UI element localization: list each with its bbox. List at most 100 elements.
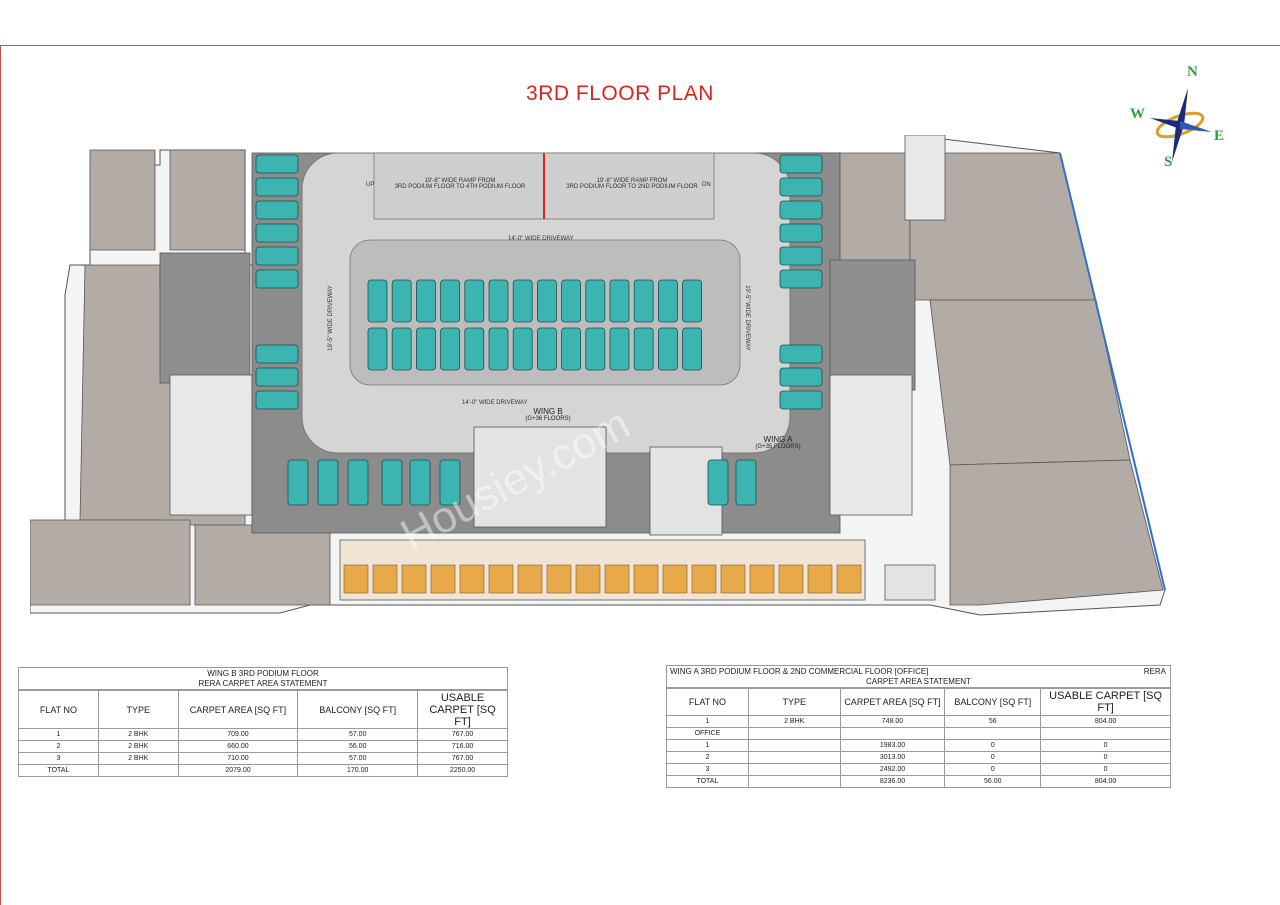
wing-a-name: WING A xyxy=(763,435,793,444)
table-cell: 56 xyxy=(944,715,1042,728)
parked-car-icon xyxy=(779,154,823,174)
parked-car-icon xyxy=(633,327,654,371)
parked-car-icon xyxy=(779,269,823,289)
table-cell: 2 xyxy=(18,740,99,753)
driveway-right-label: 19'-5" WIDE DRIVEWAY xyxy=(743,285,750,351)
floor-plan-drawing: 19'-8" WIDE RAMP FROM 3RD PODIUM FLOOR T… xyxy=(30,135,1210,625)
table-cell: 2 xyxy=(666,751,749,764)
parked-car-icon xyxy=(255,390,299,410)
parked-car-icon xyxy=(488,279,509,323)
compass-south-label: S xyxy=(1164,154,1173,170)
parked-car-icon xyxy=(658,327,678,371)
parked-car-icon xyxy=(367,327,388,371)
room-furniture-icon xyxy=(343,564,369,594)
parked-car-icon xyxy=(409,459,431,506)
table-cell: 0 xyxy=(944,751,1042,764)
parked-car-icon xyxy=(561,279,581,323)
wing-b-table-title: WING B 3RD PODIUM FLOOR xyxy=(207,669,319,678)
table-cell xyxy=(747,727,841,740)
driveway-bottom-label: 14'-0" WIDE DRIVEWAY xyxy=(462,400,528,406)
table-cell: 0 xyxy=(1040,739,1171,752)
table-cell xyxy=(839,727,946,740)
table-cell: 2 BHK xyxy=(747,715,841,728)
wing-a-table-rera: RERA xyxy=(1143,667,1166,676)
wing-a-table-caption: WING A 3RD PODIUM FLOOR & 2ND COMMERCIAL… xyxy=(666,665,1171,688)
table-cell: 0 xyxy=(1040,751,1171,764)
room-furniture-icon xyxy=(546,564,572,594)
wing-b-floors: (G+36 FLOORS) xyxy=(525,416,571,422)
room-furniture-icon xyxy=(575,564,601,594)
parked-car-icon xyxy=(779,367,823,387)
table-cell: 3 xyxy=(18,752,99,765)
parked-car-icon xyxy=(512,327,533,371)
parked-car-icon xyxy=(609,327,630,371)
parked-car-icon xyxy=(391,279,412,323)
room-furniture-icon xyxy=(662,564,688,594)
parked-car-icon xyxy=(682,327,702,371)
table-cell: 0 xyxy=(1040,763,1171,776)
floor-plan-svg xyxy=(30,135,1166,616)
room-furniture-icon xyxy=(720,564,746,594)
room-furniture-icon xyxy=(633,564,659,594)
parked-car-icon xyxy=(488,327,509,371)
parked-car-icon xyxy=(779,223,823,243)
wing-b-table-caption: WING B 3RD PODIUM FLOOR RERA CARPET AREA… xyxy=(18,667,508,690)
parked-car-icon xyxy=(464,279,485,323)
table-cell: TOTAL xyxy=(18,764,99,777)
wing-b-header-cell: TYPE xyxy=(97,690,179,729)
parked-car-icon xyxy=(317,459,339,506)
ramp-label-left: 19'-8" WIDE RAMP FROM 3RD PODIUM FLOOR T… xyxy=(394,178,526,190)
parked-car-icon xyxy=(415,327,436,371)
parked-car-icon xyxy=(682,279,702,323)
table-cell xyxy=(747,763,841,776)
parked-car-icon xyxy=(779,246,823,266)
table-cell: 804.00 xyxy=(1040,775,1171,788)
table-cell: 748.00 xyxy=(839,715,946,728)
parked-car-icon xyxy=(255,246,299,266)
parked-car-icon xyxy=(347,459,369,506)
table-cell: 3013.00 xyxy=(839,751,946,764)
table-cell: 170.00 xyxy=(297,764,419,777)
table-cell: TOTAL xyxy=(666,775,749,788)
wing-a-header-cell: USABLE CARPET [SQ FT] xyxy=(1040,688,1171,716)
room-furniture-icon xyxy=(401,564,427,594)
compass-west-label: W xyxy=(1130,106,1145,122)
table-cell: OFFICE xyxy=(666,727,749,740)
parked-car-icon xyxy=(536,327,557,371)
room-furniture-icon xyxy=(517,564,543,594)
compass-needle-icon xyxy=(1150,88,1212,162)
wing-a-table-title: WING A 3RD PODIUM FLOOR & 2ND COMMERCIAL… xyxy=(670,667,929,676)
parked-car-icon xyxy=(633,279,654,323)
wing-a-area-table: FLAT NO TYPE CARPET AREA [SQ FT] BALCONY… xyxy=(666,688,1171,788)
room-furniture-icon xyxy=(430,564,456,594)
driveway-left-label: 19'-5" WIDE DRIVEWAY xyxy=(327,285,334,351)
room-furniture-icon xyxy=(836,564,862,594)
wing-b-label: WING B (G+36 FLOORS) xyxy=(518,407,578,422)
parked-car-icon xyxy=(779,344,823,364)
parked-car-icon xyxy=(585,327,606,371)
parked-car-icon xyxy=(512,279,533,323)
wing-a-floors: (G+35 FLOORS) xyxy=(755,444,801,450)
room-furniture-icon xyxy=(372,564,398,594)
floor-plan-title: 3RD FLOOR PLAN xyxy=(526,82,714,105)
table-cell xyxy=(747,751,841,764)
table-cell: 2079.00 xyxy=(177,764,299,777)
parked-car-icon xyxy=(255,154,299,174)
parked-car-icon xyxy=(440,327,461,371)
table-cell: 3 xyxy=(666,763,749,776)
parked-car-icon xyxy=(561,327,581,371)
compass-north-label: N xyxy=(1187,64,1198,80)
table-cell xyxy=(1040,727,1171,740)
room-furniture-icon xyxy=(807,564,833,594)
wing-a-header-cell: BALCONY [SQ FT] xyxy=(944,688,1042,716)
table-cell: 2492.00 xyxy=(839,763,946,776)
wing-b-header-cell: BALCONY [SQ FT] xyxy=(297,690,419,729)
parked-car-icon xyxy=(439,459,461,506)
parked-car-icon xyxy=(440,279,461,323)
table-cell: 56.00 xyxy=(944,775,1042,788)
